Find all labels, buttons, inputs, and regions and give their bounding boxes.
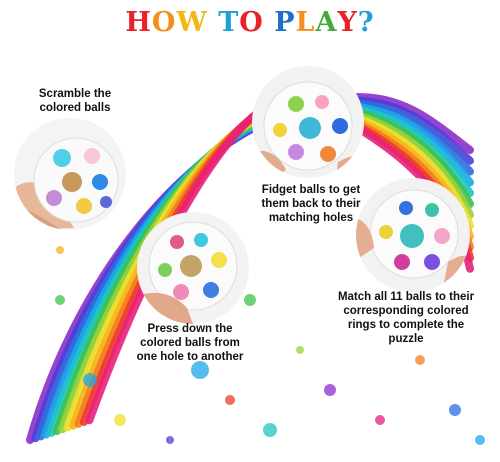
ball-photo-scramble: [14, 118, 126, 230]
confetti-dot: [114, 414, 126, 426]
ball-photo-fidget: [252, 66, 364, 178]
title-letter: W: [176, 7, 208, 38]
title-letter: H: [125, 7, 152, 38]
confetti-dot: [375, 415, 385, 425]
confetti-dot: [244, 294, 256, 306]
confetti-dot: [83, 373, 97, 387]
step-press-text: Press down the colored balls from one ho…: [136, 323, 244, 363]
puzzle-ball-icon: [137, 212, 249, 324]
title-letter: A: [315, 7, 338, 38]
confetti-dot: [296, 346, 304, 354]
confetti-dot: [449, 404, 461, 416]
confetti-dot: [475, 435, 485, 445]
confetti-dot: [166, 436, 174, 444]
puzzle-ball-icon: [252, 66, 364, 178]
title-letter: [208, 6, 218, 40]
confetti-dot: [56, 246, 64, 254]
confetti-dot: [263, 423, 277, 437]
confetti-dot: [415, 355, 425, 365]
confetti-dot: [324, 384, 336, 396]
puzzle-ball-icon: [356, 178, 470, 292]
title-letter: T: [218, 7, 240, 38]
title-letter: P: [274, 7, 296, 38]
title-letter: Y: [337, 7, 358, 38]
title-letter: [264, 6, 274, 40]
ball-photo-complete: [356, 178, 470, 292]
confetti-dot: [225, 395, 235, 405]
page-title: HOW TO PLAY?: [0, 6, 500, 40]
title-letter: O: [151, 7, 177, 38]
step-complete-text: Match all 11 balls to their correspondin…: [337, 291, 475, 345]
confetti-dot: [191, 361, 209, 379]
confetti-dot: [55, 295, 65, 305]
step-fidget-text: Fidget balls to get them back to their m…: [261, 184, 361, 224]
puzzle-ball-icon: [14, 118, 126, 230]
ball-photo-press: [137, 212, 249, 324]
title-letter: L: [295, 7, 316, 38]
step-scramble-text: Scramble the colored balls: [38, 88, 112, 114]
title-letter: O: [239, 7, 264, 38]
title-letter: ?: [357, 7, 375, 38]
